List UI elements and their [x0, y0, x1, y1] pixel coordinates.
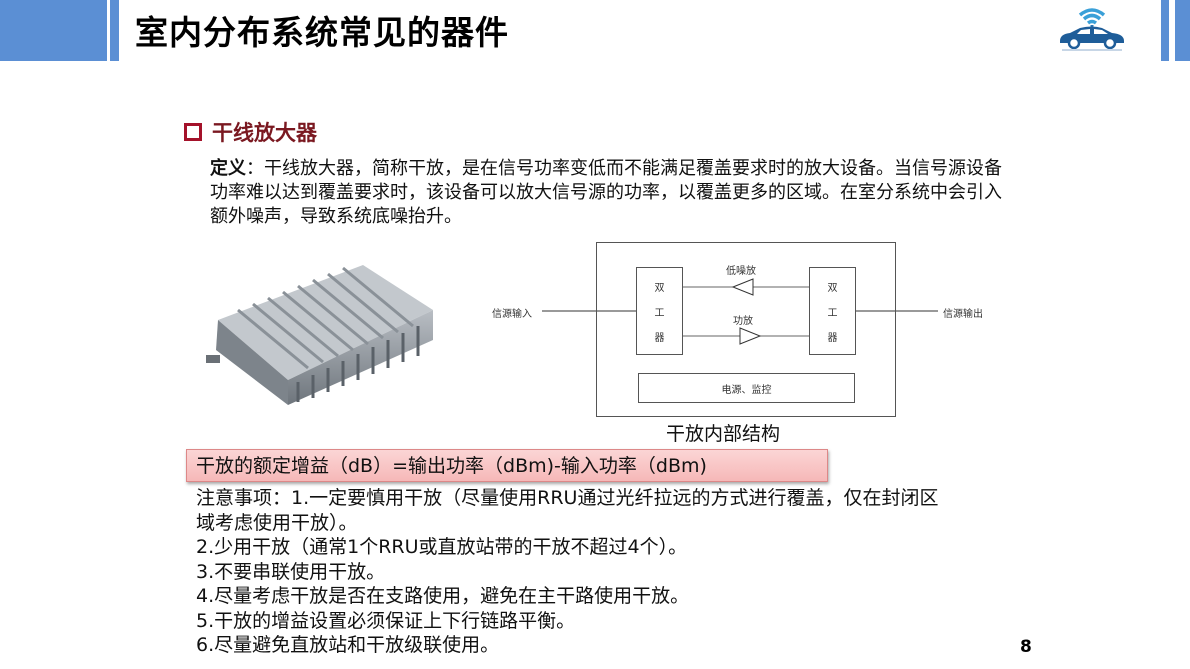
note-line: 域考虑使用干放）。	[196, 511, 358, 534]
amplifier-enclosure	[596, 242, 896, 417]
hollow-square-bullet-icon	[184, 123, 202, 141]
header-bar-left-thin	[110, 0, 119, 61]
definition-paragraph: 定义：干线放大器，简称干放，是在信号功率变低而不能满足覆盖要求时的放大设备。当信…	[210, 157, 1010, 229]
section-heading-text: 干线放大器	[212, 121, 317, 145]
power-monitor-block: 电源、监控	[638, 373, 855, 403]
definition-label: 定义	[210, 158, 246, 179]
page-number: 8	[1020, 637, 1032, 657]
note-line: 2.少用干放（通常1个RRU或直放站带的干放不超过4个）。	[196, 536, 688, 558]
definition-text: ：干线放大器，简称干放，是在信号功率变低而不能满足覆盖要求时的放大设备。当信号源…	[210, 158, 1002, 227]
slide-title: 室内分布系统常见的器件	[135, 13, 509, 52]
note-line: 注意事项：1.一定要慎用干放（尽量使用RRU通过光纤拉远的方式进行覆盖，仅在封闭…	[196, 487, 939, 509]
output-label: 信源输出	[943, 309, 983, 320]
note-line: 5.干放的增益设置必须保证上下行链路平衡。	[196, 609, 576, 632]
amplifier-structure-diagram: 双 工 器 双 工 器 电源、监控 信源输入 信源输出 低噪放 功放 干放内部结…	[480, 235, 1000, 445]
note-line: 3.不要串联使用干放。	[196, 560, 386, 583]
pa-label: 功放	[733, 316, 753, 327]
gain-formula-box: 干放的额定增益（dB）=输出功率（dBm)-输入功率（dBm)	[186, 449, 828, 482]
input-label: 信源输入	[492, 309, 532, 320]
trunk-amplifier-photo	[206, 265, 433, 405]
header-bar-right	[1175, 0, 1190, 61]
connected-car-wifi-icon	[1060, 8, 1124, 51]
header-bar-right-thin	[1161, 0, 1169, 61]
notes-list: 注意事项：1.一定要慎用干放（尽量使用RRU通过光纤拉远的方式进行覆盖，仅在封闭…	[196, 486, 986, 658]
header-bar-left	[0, 0, 107, 61]
note-line: 6.尽量避免直放站和干放级联使用。	[196, 634, 500, 656]
diagram-caption: 干放内部结构	[666, 423, 781, 445]
duplexer-left: 双 工 器	[636, 267, 683, 355]
duplexer-right: 双 工 器	[809, 267, 856, 355]
section-heading: 干线放大器	[184, 117, 317, 147]
note-line: 4.尽量考虑干放是否在支路使用，避免在主干路使用干放。	[196, 585, 690, 607]
diagram-lines	[542, 278, 938, 345]
lna-label: 低噪放	[726, 266, 756, 277]
